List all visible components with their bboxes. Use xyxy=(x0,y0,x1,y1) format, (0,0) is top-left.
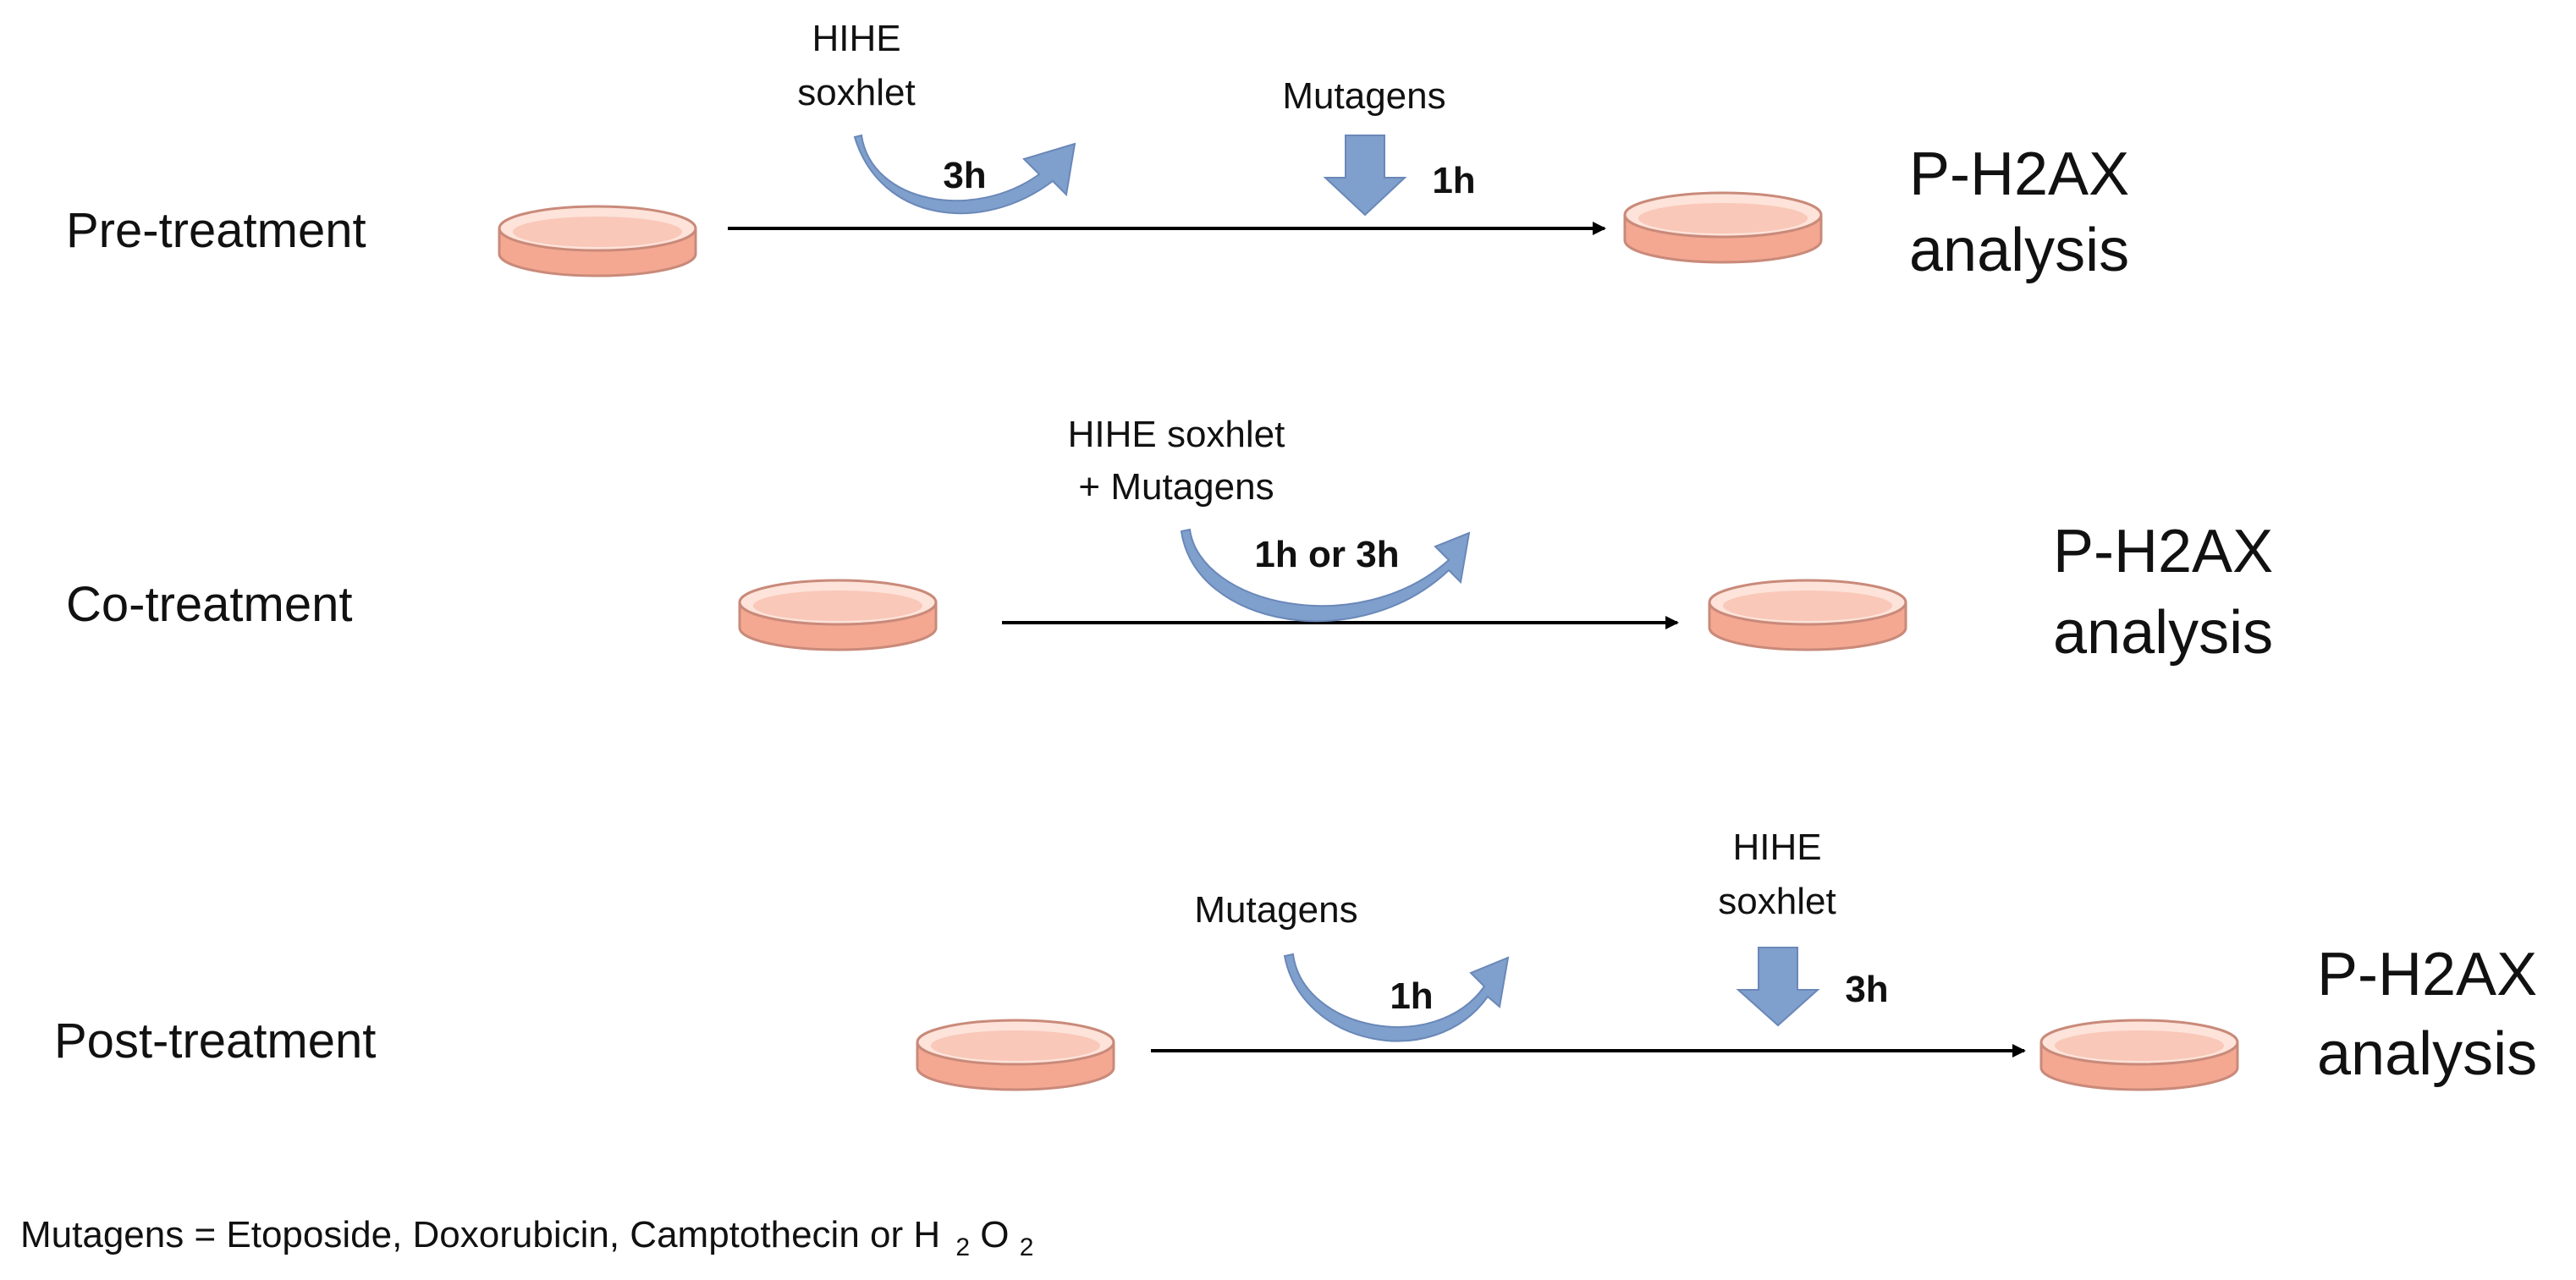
step-label-hihe-soxhlet-co: HIHE soxhlet xyxy=(1068,414,1285,455)
duration-3h-pre: 3h xyxy=(943,155,986,196)
footnote: Mutagens = Etoposide, Doxorubicin, Campt… xyxy=(20,1214,1033,1264)
step-label-hihe-post: HIHE xyxy=(1732,827,1821,868)
result-p-h2ax-co: P-H2AX xyxy=(2053,518,2273,585)
duration-1h-post: 1h xyxy=(1390,975,1433,1017)
step-label-soxhlet-pre: soxhlet xyxy=(797,72,915,113)
result-analysis-pre: analysis xyxy=(1909,217,2129,284)
curved-incubation-arrow-co xyxy=(1180,528,1471,623)
down-arrow-mutagens-pre xyxy=(1323,135,1407,217)
duration-3h-post: 3h xyxy=(1845,969,1888,1010)
footnote-o: O xyxy=(980,1214,1009,1255)
step-label-hihe-pre: HIHE xyxy=(812,18,900,59)
footnote-text: Mutagens = Etoposide, Doxorubicin, Campt… xyxy=(20,1214,940,1255)
step-label-mutagens-post: Mutagens xyxy=(1194,889,1357,931)
result-p-h2ax-pre: P-H2AX xyxy=(1909,140,2129,208)
dish-start-co xyxy=(738,579,938,651)
dish-start-post xyxy=(916,1019,1115,1091)
dish-end-co xyxy=(1708,579,1907,651)
dish-start-pre xyxy=(498,205,697,277)
step-label-mutagens-pre: Mutagens xyxy=(1282,75,1445,117)
step-label-plus-mutagens-co: + Mutagens xyxy=(1078,466,1274,508)
step-label-soxhlet-post: soxhlet xyxy=(1718,881,1836,922)
dish-end-post xyxy=(2039,1019,2239,1091)
row-label-pre-treatment: Pre-treatment xyxy=(66,203,366,258)
curved-incubation-arrow-post xyxy=(1283,953,1510,1042)
result-analysis-co: analysis xyxy=(2053,599,2273,667)
dish-end-pre xyxy=(1623,191,1823,264)
row-pre-treatment: Pre-treatment HIHE soxhlet 3h Mutagens 1… xyxy=(66,18,2129,284)
result-analysis-post: analysis xyxy=(2317,1020,2537,1088)
result-p-h2ax-post: P-H2AX xyxy=(2317,941,2537,1008)
down-arrow-hihe-post xyxy=(1736,947,1820,1027)
footnote-sub-2-h: 2 xyxy=(955,1233,970,1261)
curved-incubation-arrow-pre xyxy=(853,134,1076,214)
row-co-treatment: Co-treatment HIHE soxhlet + Mutagens 1h … xyxy=(66,414,2273,667)
duration-1h-pre: 1h xyxy=(1432,160,1475,201)
row-post-treatment: Post-treatment Mutagens 1h HIHE soxhlet … xyxy=(54,827,2537,1091)
row-label-co-treatment: Co-treatment xyxy=(66,577,352,632)
row-label-post-treatment: Post-treatment xyxy=(54,1014,376,1068)
footnote-sub-2-o: 2 xyxy=(1020,1233,1034,1261)
duration-1h-or-3h-co: 1h or 3h xyxy=(1254,534,1399,575)
